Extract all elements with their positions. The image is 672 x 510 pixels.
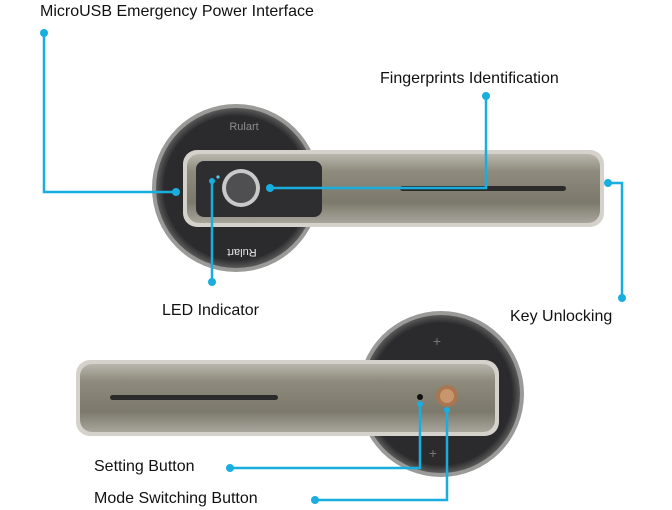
label-fingerprint: Fingerprints Identification xyxy=(380,70,559,87)
callout-dot xyxy=(311,496,319,504)
callout-lines xyxy=(42,33,624,502)
callout-microusb xyxy=(42,33,176,194)
setting-button[interactable] xyxy=(417,394,423,400)
callout-key xyxy=(608,181,624,298)
bottom-lock: + + xyxy=(76,311,524,477)
callout-dot xyxy=(618,294,626,302)
callout-dot xyxy=(604,179,612,187)
bottom-handle xyxy=(80,364,495,432)
label-led: LED Indicator xyxy=(162,302,259,319)
fingerprint-sensor xyxy=(226,173,256,203)
plus-mark-icon: + xyxy=(433,333,441,349)
label-microusb: MicroUSB Emergency Power Interface xyxy=(40,3,314,20)
callout-dot xyxy=(226,464,234,472)
label-key: Key Unlocking xyxy=(510,308,613,325)
plus-mark-icon: + xyxy=(429,445,437,461)
led-indicator xyxy=(216,175,220,179)
callout-setting xyxy=(230,404,422,470)
callout-mode xyxy=(315,410,449,502)
bottom-handle-slot xyxy=(110,395,278,400)
callout-dot xyxy=(266,184,274,192)
callout-dot xyxy=(482,92,490,100)
callout-dot xyxy=(444,407,450,413)
brand-logo-top-inverted: Rulart xyxy=(227,246,256,258)
brand-logo-top: Rulart xyxy=(229,121,258,133)
callout-dot xyxy=(417,401,423,407)
callout-dot xyxy=(172,188,180,196)
callout-dots xyxy=(40,29,626,504)
label-mode: Mode Switching Button xyxy=(94,490,258,507)
mode-button-face xyxy=(440,389,454,403)
callout-fingerprint xyxy=(270,96,488,190)
callout-dot xyxy=(209,178,215,184)
callout-dot xyxy=(40,29,48,37)
label-setting: Setting Button xyxy=(94,458,195,475)
callout-dot xyxy=(208,278,216,286)
